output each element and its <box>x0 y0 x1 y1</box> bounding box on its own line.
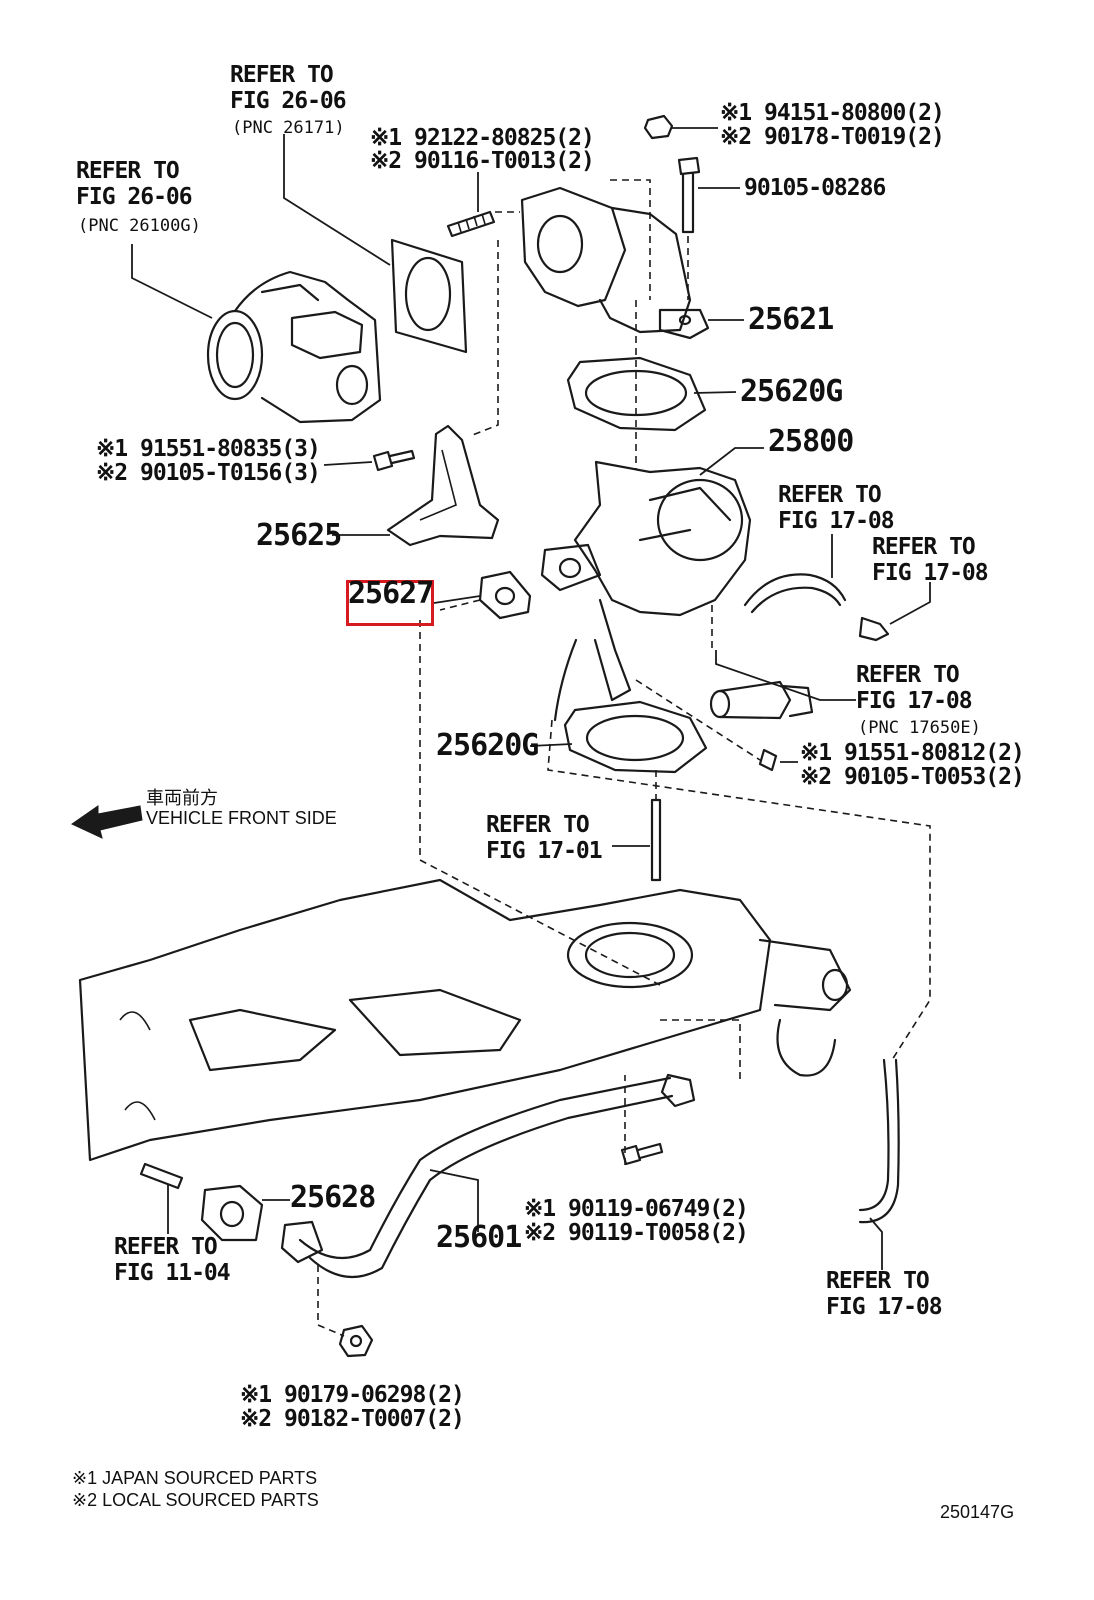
part-number-japan: ※1 91551-80835(3) <box>96 436 321 462</box>
part-number-japan: ※1 91551-80812(2) <box>800 740 1025 766</box>
part-number-japan: ※1 94151-80800(2) <box>720 100 945 126</box>
throttle-body-drawing <box>206 270 382 424</box>
throttle-adaptor-drawing <box>520 186 710 340</box>
pnc-text: (PNC 17650E) <box>858 718 981 738</box>
part-25621-label[interactable]: 25621 <box>748 302 834 337</box>
part-25627-label[interactable]: 25627 <box>348 576 434 611</box>
refer-to-text: REFER TO <box>856 662 960 688</box>
part-number-japan: ※1 90179-06298(2) <box>240 1382 465 1408</box>
hose-right-drawing <box>743 573 890 642</box>
gasket-25627-drawing <box>478 570 532 620</box>
vehicle-front-japanese: 車両前方 <box>146 788 218 808</box>
gasket-25628-drawing <box>200 1184 264 1242</box>
figure-code: 250147G <box>940 1502 1015 1522</box>
part-25628-label[interactable]: 25628 <box>290 1180 376 1215</box>
vehicle-front-english: VEHICLE FRONT SIDE <box>146 808 337 828</box>
refer-to-text: REFER TO <box>826 1268 930 1294</box>
bolt-left-drawing <box>372 449 416 472</box>
part-25601-label[interactable]: 25601 <box>436 1220 522 1255</box>
bolt-top-part-number[interactable]: 90105-08286 <box>744 175 886 201</box>
gasket-26171-drawing <box>390 238 468 354</box>
sensor-drawing <box>709 680 814 720</box>
gasket-25620g-bottom-drawing <box>563 700 708 774</box>
footnote-local: ※2 LOCAL SOURCED PARTS <box>72 1490 319 1510</box>
part-number-local: ※2 90182-T0007(2) <box>240 1406 465 1432</box>
footnote-japan: ※1 JAPAN SOURCED PARTS <box>72 1468 318 1488</box>
egr-pipe-drawing <box>280 1073 696 1279</box>
pnc-text: (PNC 26100G) <box>78 216 201 236</box>
fig-number-text: FIG 17-08 <box>872 560 989 586</box>
bolt-top-drawing <box>677 156 701 234</box>
refer-to-text: REFER TO <box>114 1234 218 1260</box>
fig-number-text: FIG 11-04 <box>114 1260 231 1286</box>
fig-number-text: FIG 26-06 <box>230 88 347 114</box>
pnc-text: (PNC 26171) <box>232 118 345 138</box>
leader-lines <box>131 127 931 1270</box>
assembly-lines <box>317 179 931 1337</box>
part-number-local: ※2 90119-T0058(2) <box>524 1220 749 1246</box>
refer-to-text: REFER TO <box>486 812 590 838</box>
part-number-local: ※2 90105-T0053(2) <box>800 764 1025 790</box>
bolt-right-drawing <box>758 748 778 772</box>
fig-number-text: FIG 17-01 <box>486 838 603 864</box>
refer-to-text: REFER TO <box>76 158 180 184</box>
part-number-local: ※2 90105-T0156(3) <box>96 460 321 486</box>
part-number-japan: ※1 90119-06749(2) <box>524 1196 749 1222</box>
fig-number-text: FIG 17-08 <box>856 688 973 714</box>
bracket-25625-drawing <box>386 424 500 547</box>
stud-top-drawing <box>446 210 496 238</box>
egr-valve-drawing <box>540 460 752 722</box>
intake-manifold-drawing <box>78 878 852 1162</box>
refer-to-text: REFER TO <box>230 62 334 88</box>
part-25620g-bottom-label[interactable]: 25620G <box>436 728 539 763</box>
fig-number-text: FIG 26-06 <box>76 184 193 210</box>
vehicle-front-arrow-icon <box>70 805 143 839</box>
gasket-25620g-top-drawing <box>566 356 707 432</box>
stud-center-drawing <box>650 798 662 882</box>
nut-top-drawing <box>643 114 674 140</box>
part-number-local: ※2 90116-T0013(2) <box>370 148 595 174</box>
part-number-local: ※2 90178-T0019(2) <box>720 124 945 150</box>
part-25620g-top-label[interactable]: 25620G <box>740 374 843 409</box>
refer-to-text: REFER TO <box>778 482 882 508</box>
part-25800-label[interactable]: 25800 <box>768 424 854 459</box>
fig-number-text: FIG 17-08 <box>826 1294 943 1320</box>
highlight-box <box>346 580 434 626</box>
bolt-pipe-drawing <box>620 1142 664 1166</box>
part-number-japan: ※1 92122-80825(2) <box>370 125 595 151</box>
fig-number-text: FIG 17-08 <box>778 508 895 534</box>
hose-bottom-drawing <box>858 1058 900 1224</box>
stud-left-drawing <box>139 1162 184 1190</box>
nut-bottom-drawing <box>338 1324 374 1358</box>
refer-to-text: REFER TO <box>872 534 976 560</box>
part-25625-label[interactable]: 25625 <box>256 518 342 553</box>
